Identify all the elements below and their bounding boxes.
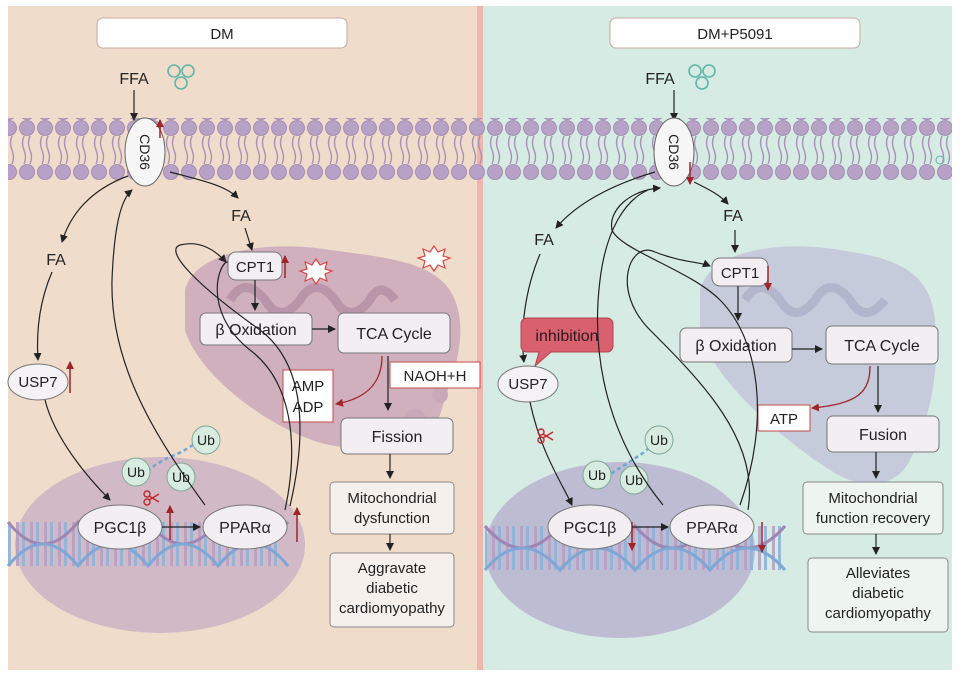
right-ub-label: Ub [625, 472, 643, 488]
left-title: DM [210, 26, 233, 43]
left-ub-node [191, 425, 221, 455]
left-usp7-label: USP7 [18, 374, 57, 391]
left-adp-label: ADP [293, 399, 324, 416]
right-molecule-icon [935, 155, 945, 165]
left-fission-label: Fission [372, 429, 423, 446]
left-ppara-label: PPARα [219, 520, 271, 537]
right-usp7-label: USP7 [508, 376, 547, 393]
right-atp-label: ATP [770, 411, 798, 428]
left-usp7-node [7, 363, 69, 401]
left-outcome-dysfunction-box [329, 481, 455, 535]
right-cd36-receptor [653, 117, 695, 187]
right-ffa-molecules-icon [688, 64, 716, 90]
left-cpt1-label: CPT1 [236, 259, 274, 276]
right-outcome1-line2: function recovery [816, 510, 931, 527]
right-fusion-box [826, 415, 940, 453]
right-pgc1b-label: PGC1β [564, 520, 617, 537]
left-title-box [96, 17, 348, 49]
left-scissors-icon [143, 490, 160, 506]
right-fa-top-label: FA [723, 208, 743, 225]
right-ub-node [619, 465, 649, 495]
right-ub-node [644, 425, 674, 455]
right-beta-oxidation-label: β Oxidation [695, 338, 776, 355]
left-outcome2-line1: Aggravate [358, 560, 426, 577]
right-usp7-node [497, 365, 559, 403]
right-ffa-label: FFA [645, 71, 675, 88]
left-tca-label: TCA Cycle [356, 326, 432, 343]
left-beta-oxidation-label: β Oxidation [215, 322, 296, 339]
left-cd36-label: CD36 [137, 134, 153, 170]
left-panel: DM FFA CD36 FA CPT1 [6, 17, 481, 633]
right-ppara-node [669, 504, 755, 550]
right-tca-label: TCA Cycle [844, 338, 920, 355]
right-ppara-label: PPARα [686, 520, 738, 537]
left-outcome2-line3: cardiomyopathy [339, 600, 445, 617]
left-ffa-label: FFA [119, 71, 149, 88]
right-outcome-alleviates-box [807, 557, 949, 633]
left-ub-label: Ub [172, 469, 190, 485]
left-fission-box [340, 417, 454, 455]
right-fusion-label: Fusion [859, 427, 907, 444]
left-burst-icon [298, 244, 452, 286]
left-tca-box [337, 312, 451, 354]
right-title-box [609, 17, 861, 49]
right-cpt1-label: CPT1 [721, 265, 759, 282]
left-pgc1b-label: PGC1β [94, 520, 147, 537]
right-ub-label: Ub [588, 467, 606, 483]
left-amp-label: AMP [292, 378, 325, 395]
right-beta-oxidation-box [679, 327, 793, 363]
right-atp-box [757, 404, 811, 432]
left-outcome-aggravate-box [329, 552, 455, 628]
left-ub-node [121, 457, 151, 487]
right-outcome2-line2: diabetic [852, 585, 904, 602]
right-outcome2-line1: Alleviates [846, 565, 910, 582]
left-ub-label: Ub [197, 432, 215, 448]
right-tca-box [825, 325, 939, 365]
left-outcome1-line1: Mitochondrial [347, 490, 436, 507]
inhibition-label: inhibition [535, 328, 598, 345]
right-outcome1-line1: Mitochondrial [828, 490, 917, 507]
right-title: DM+P5091 [697, 26, 772, 43]
panel-divider [477, 6, 483, 670]
right-ub-node [582, 460, 612, 490]
left-naoh-label: NAOH+H [404, 368, 467, 385]
left-amp-adp-box [282, 369, 334, 423]
right-panel: DM+P5091 FFA CD36 FA CPT1 β Oxid [483, 17, 949, 638]
left-fa-side-label: FA [46, 252, 66, 269]
right-fa-side-label: FA [534, 232, 554, 249]
left-ppara-node [202, 504, 288, 550]
right-outcome2-line3: cardiomyopathy [825, 605, 931, 622]
left-fa-top-label: FA [231, 208, 251, 225]
left-naoh-box [389, 361, 481, 389]
right-ub-label: Ub [650, 432, 668, 448]
right-outcome-recovery-box [802, 481, 944, 535]
left-outcome2-line2: diabetic [366, 580, 418, 597]
right-cd36-label: CD36 [666, 134, 682, 170]
left-cd36-receptor [124, 117, 166, 187]
right-scissors-icon [537, 428, 554, 444]
inhibition-callout [520, 317, 614, 368]
left-outcome1-line2: dysfunction [354, 510, 430, 527]
left-ffa-molecules-icon [167, 64, 195, 90]
left-ub-label: Ub [127, 464, 145, 480]
left-ub-node [166, 462, 196, 492]
